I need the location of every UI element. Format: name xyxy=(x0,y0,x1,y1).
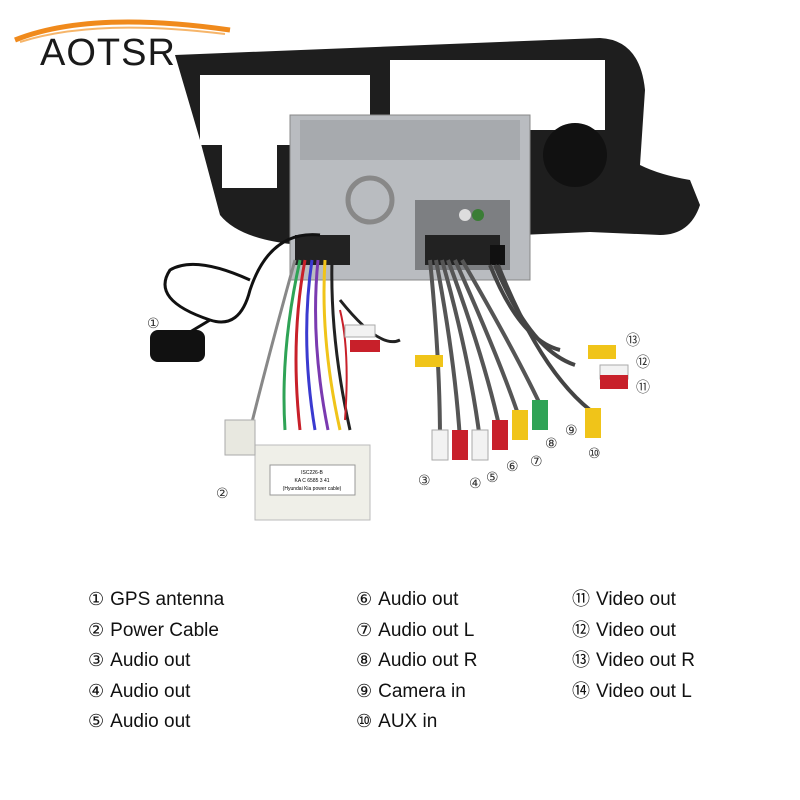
callout-13: ⑬ xyxy=(626,333,640,349)
brand-swoosh xyxy=(14,19,231,43)
connector-label-line3: (Hyundai Kia power cable) xyxy=(283,486,342,492)
callout-4: ④ xyxy=(469,476,482,492)
callout-1: ① xyxy=(147,316,160,332)
callout-9: ⑨ xyxy=(565,423,578,439)
product-photo: ISC226-B KA C 6585 3 41 (Hyundai Kia pow… xyxy=(14,19,700,521)
callout-2: ② xyxy=(216,486,229,502)
connector-label-line2: KA C 6585 3 41 xyxy=(294,478,329,484)
callout-3: ③ xyxy=(418,473,431,489)
gps-antenna xyxy=(150,330,205,362)
callout-10: ⑩ xyxy=(588,446,601,462)
rca-plugs-group-a xyxy=(431,400,548,461)
connector-label-line1: ISC226-B xyxy=(301,470,323,476)
callout-6: ⑥ xyxy=(506,459,519,475)
callout-8: ⑧ xyxy=(545,436,558,452)
callout-5: ⑤ xyxy=(486,470,499,486)
callout-11: ⑪ xyxy=(636,380,650,396)
brand-logo: AOTSR xyxy=(40,32,176,74)
callout-12: ⑫ xyxy=(636,355,650,371)
callout-7: ⑦ xyxy=(530,454,543,470)
